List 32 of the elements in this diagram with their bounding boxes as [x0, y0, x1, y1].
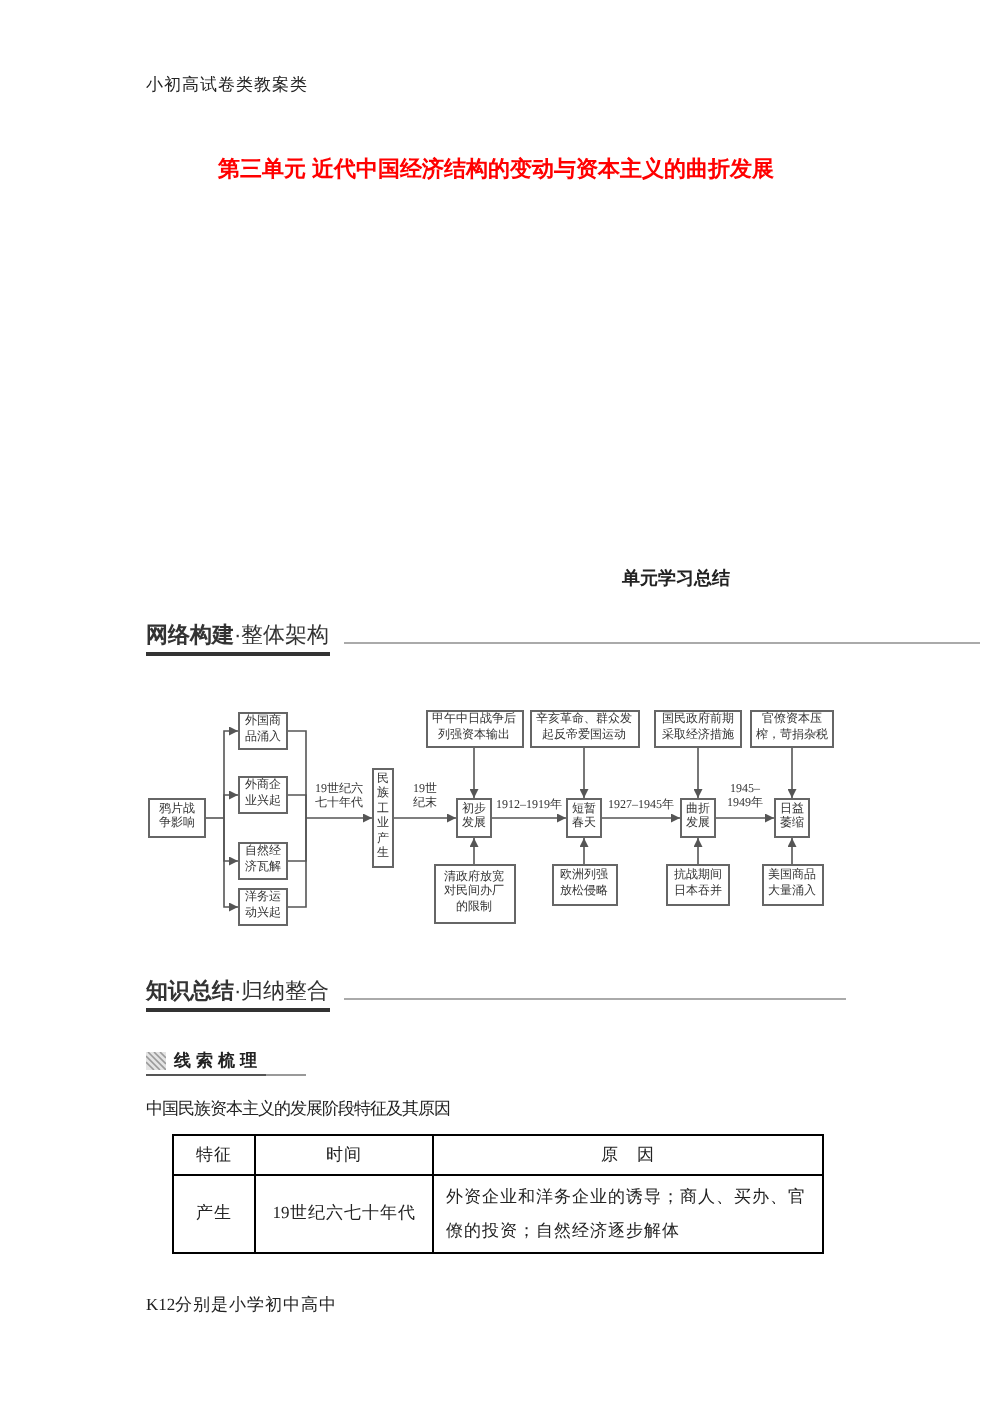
arrow — [715, 813, 775, 823]
section-heading: 知识总结·归纳整合 — [146, 980, 330, 1013]
subsection-heading: 线索梳理 — [174, 1049, 262, 1070]
arrow — [305, 813, 373, 823]
arrow — [223, 817, 239, 912]
table-cell: 19世纪六七十年代 — [255, 1175, 433, 1253]
arrow — [469, 837, 479, 865]
connector-line — [287, 794, 307, 819]
section-heading: 网络构建·整体架构 — [146, 624, 330, 657]
arrow — [491, 813, 567, 823]
page-title: 第三单元 近代中国经济结构的变动与资本主义的曲折发展 — [217, 155, 775, 184]
arrow — [579, 837, 589, 865]
page-footer: K12分别是小学初中高中 — [146, 1294, 338, 1315]
arrow — [393, 813, 457, 823]
arrow — [693, 747, 703, 799]
table-header-cell: 原 因 — [433, 1135, 823, 1175]
table-cell: 产生 — [173, 1175, 255, 1253]
connector-line — [205, 817, 225, 819]
table-title: 中国民族资本主义的发展阶段特征及其原因 — [146, 1100, 450, 1121]
table-cell: 外资企业和洋务企业的诱导；商人、买办、官僚的投资；自然经济逐步解体 — [433, 1175, 823, 1253]
arrow — [579, 747, 589, 799]
connector-line — [287, 817, 307, 908]
arrow — [601, 813, 681, 823]
page-header: 小初高试卷类教案类 — [146, 74, 308, 95]
arrow — [223, 790, 239, 819]
table-header-cell: 时间 — [255, 1135, 433, 1175]
arrow — [469, 747, 479, 799]
arrow — [787, 747, 797, 799]
arrow — [787, 837, 797, 865]
table-header-cell: 特征 — [173, 1135, 255, 1175]
section-title: 单元学习总结 — [622, 568, 730, 590]
arrow — [693, 837, 703, 865]
